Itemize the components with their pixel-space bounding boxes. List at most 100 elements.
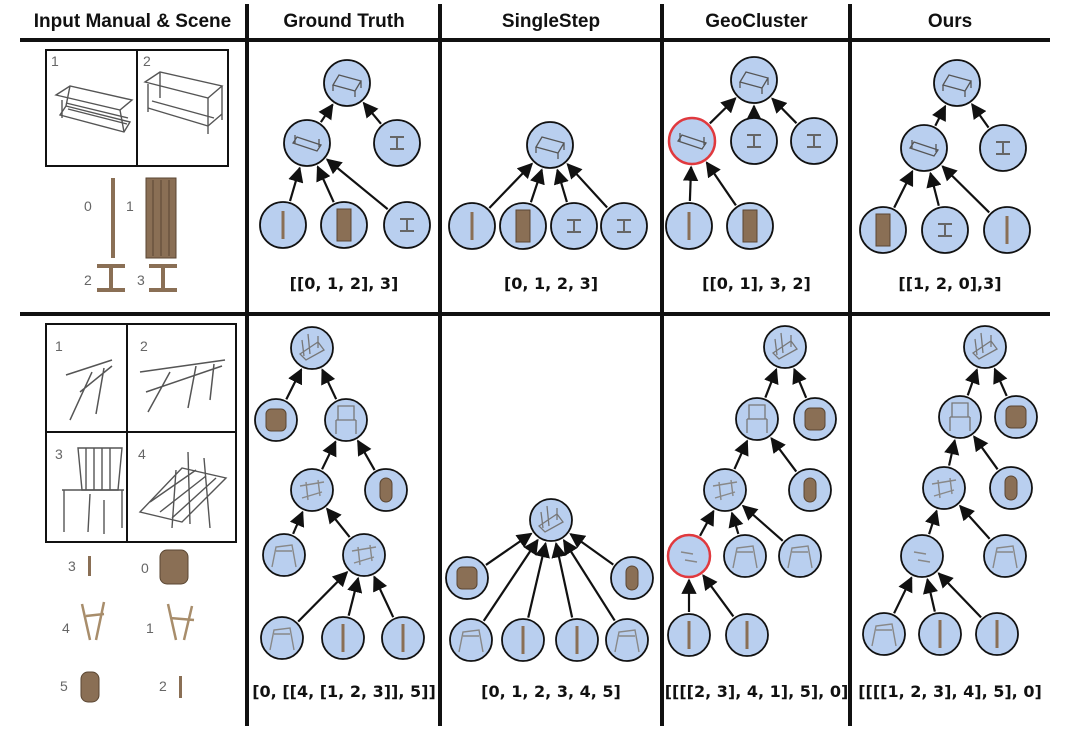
tree-node-part [862,612,906,656]
part-label: 0 [84,198,92,214]
tree-node-subassembly [900,124,948,172]
sequence-ours-row2: [[[[1, 2, 3], 4], 5], 0] [858,682,1042,701]
tree-edge-arrow [321,440,337,470]
tree-node-subassembly [290,468,334,512]
tree-node-part [373,119,421,167]
tree-edge-arrow [944,438,960,466]
tree-node-subassembly-error [666,533,712,579]
header-ours: Ours [927,11,973,32]
tree-edge-arrow [529,168,545,203]
tree-edge-arrow [958,504,991,540]
tree-node-part [788,468,832,512]
tree-node-assembled [323,59,371,107]
tree-node-part [730,117,778,165]
tree-edge-arrow [893,169,914,209]
tree-node-subassembly [283,119,331,167]
tree-edge-arrow [289,510,305,535]
tree-node-part [321,616,365,660]
tree-edge-arrow [482,538,539,622]
tree-edge-arrow [347,576,363,616]
tree-edge-arrow [733,439,749,470]
tree-edge-arrow [702,574,735,618]
part-label: 5 [60,678,68,694]
part-label: 1 [126,198,134,214]
part-label: 1 [146,620,154,636]
tree-node-assembled [730,56,778,104]
tree-edge-arrow [923,577,939,612]
part-label: 3 [68,558,76,574]
manual-step-label: 2 [140,338,148,354]
tree-node-part [254,398,298,442]
sequence-geo-cluster-row2: [[[[2, 3], 4, 1], 5], 0] [664,682,849,701]
tree-node-part [778,534,822,578]
tree-node-subassembly [938,395,982,439]
tree-node-part [555,618,599,662]
tree-edge-arrow [566,163,608,209]
tree-edge-arrow [728,511,744,535]
sequence-single-step-row1: [0, 1, 2, 3] [503,274,599,293]
sequence-ours-row1: [[1, 2, 0],3] [898,274,1002,293]
tree-edge-arrow [288,166,304,202]
sequence-single-step-row2: [0, 1, 2, 3, 4, 5] [481,682,621,701]
tree-edge-arrow [941,165,990,214]
tree-node-subassembly [342,533,386,577]
tree-node-part [501,618,545,662]
manual-step-label: 1 [51,53,59,69]
tree-edge-arrow [373,575,395,618]
tree-edge-arrow [318,103,334,123]
tree-edge-arrow [325,158,389,210]
tree-edge-arrow [316,165,335,203]
tree-node-part [383,201,431,249]
tree-node-part [859,206,907,254]
tree-node-part [921,206,969,254]
tree-node-part [320,201,368,249]
sequence-ground-truth-row1: [[0, 1, 2], 3] [289,274,399,293]
tree-node-assembled [963,325,1007,369]
tree-edge-arrow [771,97,798,124]
tree-node-part [665,202,713,250]
manual-step-1-drawing [65,359,113,421]
tree-node-part [979,124,1027,172]
part-label: 4 [62,620,70,636]
tree-node-part [445,556,489,600]
manual-step-label: 3 [55,446,63,462]
tree-edge-arrow [792,367,808,399]
tree-node-part [793,397,837,441]
tree-edge-arrow [527,541,550,618]
tree-edge-arrow [764,367,779,398]
tree-node-part [259,201,307,249]
tree-edge-arrow [993,367,1008,397]
tree-edge-arrow [562,538,616,622]
tree-edge-arrow [926,171,942,207]
tree-edge-arrow [741,504,784,542]
tree-node-part [994,395,1038,439]
header-ground-truth: Ground Truth [283,11,405,32]
tree-node-part [605,618,649,662]
tree-node-subassembly [703,468,747,512]
manual-step-3-drawing [62,447,124,534]
header-single-step: SingleStep [501,11,601,32]
tree-node-part [364,468,408,512]
tree-edge-arrow [973,435,999,470]
tree-node-part [600,202,648,250]
tree-edge-arrow [488,162,534,209]
parts-row1 [97,177,177,292]
sequence-geo-cluster-row1: [[0, 1], 3, 2] [702,274,811,293]
tree-node-part [983,534,1027,578]
tree-node-subassembly [922,466,966,510]
tree-edge-arrow [551,541,574,618]
header-input-manual-scene: Input Manual & Scene [33,11,232,32]
tree-node-part [725,613,769,657]
tree-edge-arrow [553,168,569,203]
tree-node-part [667,613,711,657]
tree-node-assembled [763,325,807,369]
tree-edge-arrow [709,97,737,125]
tree-node-subassembly [735,397,779,441]
tree-edge-arrow [326,507,351,538]
tree-node-subassembly [324,398,368,442]
tree-node-part [610,556,654,600]
tree-node-part [448,202,496,250]
tree-edge-arrow [356,439,376,471]
manual-step-4-drawing [138,451,228,529]
